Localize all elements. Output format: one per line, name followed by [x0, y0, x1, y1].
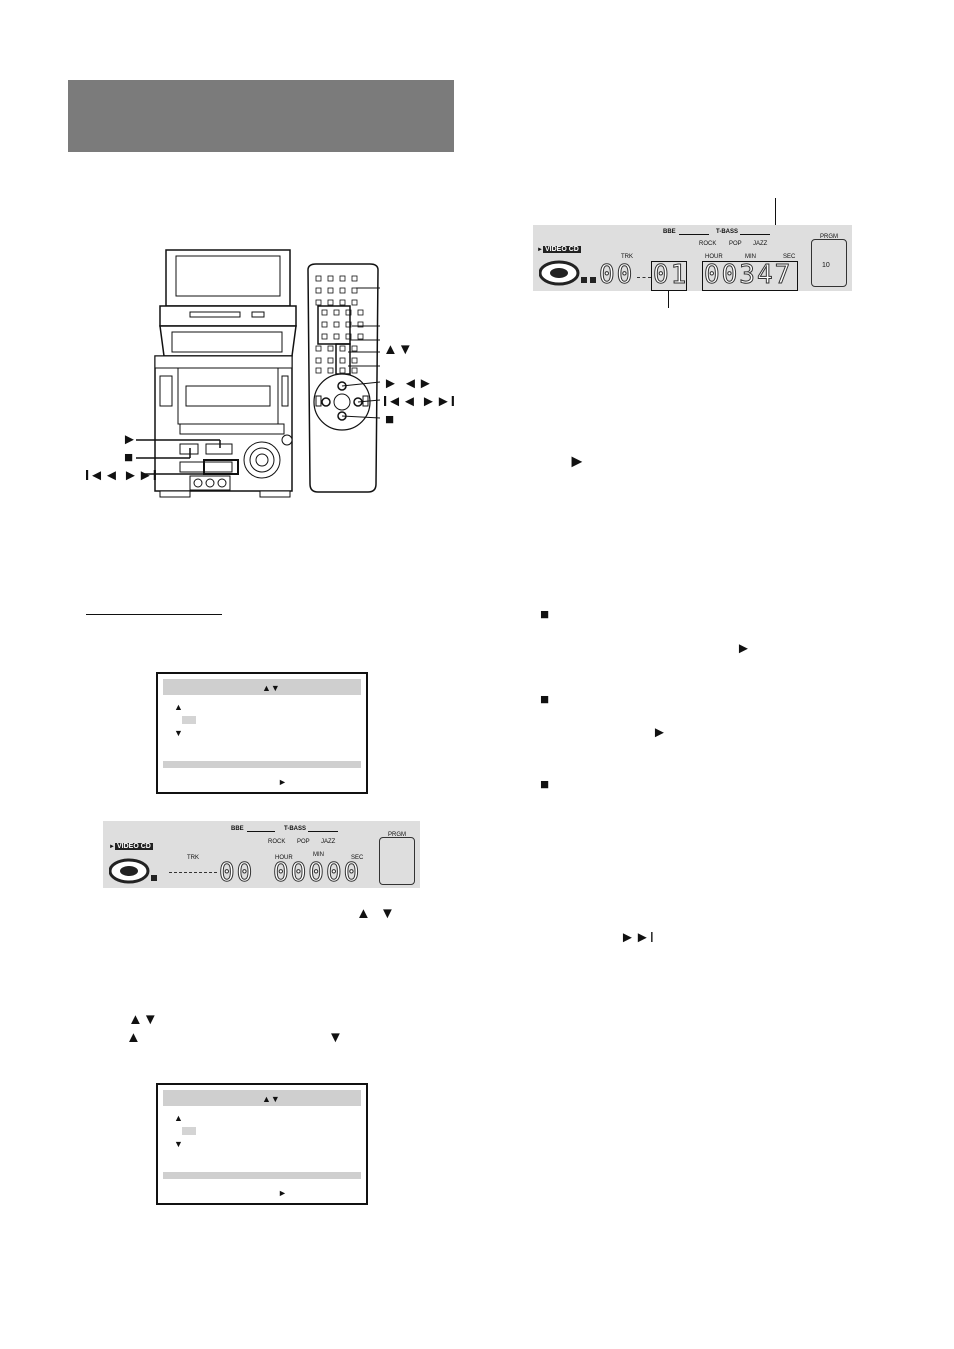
bbe-label: BBE	[663, 229, 676, 235]
sec-label: SEC	[783, 254, 796, 260]
selection-highlight	[182, 1127, 196, 1135]
play-icon: ►	[278, 777, 287, 787]
prev-next-icon: I◄◄ ►►I	[383, 393, 455, 410]
prgm-box	[811, 239, 847, 287]
up-icon: ▲	[174, 702, 183, 712]
rock-label: ROCK	[268, 839, 286, 845]
play-icon: ►	[278, 1188, 287, 1198]
hour-label: HOUR	[705, 254, 723, 260]
prgm-label: PRGM	[388, 832, 406, 838]
tbass-label: T-BASS	[284, 826, 307, 832]
lcd-display-top: BBE T-BASS ROCK POP JAZZ ► VIDEO CD TRK …	[533, 225, 852, 291]
stop-icon: ■	[540, 776, 550, 793]
lcd-display-bottom: BBE T-BASS ROCK POP JAZZ ► VIDEO CD TRK …	[103, 821, 420, 889]
track-number: 00	[598, 260, 635, 291]
jazz-label: JAZZ	[321, 839, 336, 845]
trk-label: TRK	[621, 254, 633, 260]
up-icon: ▲	[126, 1029, 141, 1046]
play-icon: ►	[383, 375, 398, 392]
prev-next-icon: I◄◄ ►►I	[85, 467, 157, 484]
video-cd-badge: VIDEO CD	[115, 843, 153, 850]
prgm-count: 10	[822, 262, 830, 269]
track-number: 00	[218, 858, 255, 889]
pop-label: POP	[297, 839, 310, 845]
tbass-label: T-BASS	[716, 229, 739, 235]
device-illustration	[136, 249, 381, 498]
trk-label: TRK	[187, 855, 199, 861]
stop-icon: ■	[540, 606, 550, 623]
menu-screen: ▲▼ ▲ ▼ ►	[156, 1083, 368, 1205]
jazz-label: JAZZ	[753, 241, 768, 247]
hour-label: HOUR	[275, 855, 293, 861]
down-icon: ▼	[174, 728, 183, 738]
up-down-icon: ▲▼	[383, 341, 413, 358]
down-icon: ▼	[174, 1139, 183, 1149]
stop-icon: ■	[124, 449, 134, 466]
play-icon: ►	[122, 431, 137, 448]
rock-label: ROCK	[699, 241, 717, 247]
pop-label: POP	[729, 241, 742, 247]
stop-icon: ■	[385, 411, 395, 428]
heading-underline	[86, 614, 222, 615]
step-box	[651, 261, 687, 291]
play-icon: ►	[652, 724, 667, 741]
up-down-icon: ▲▼	[262, 683, 280, 693]
next-icon: ►►I	[620, 929, 654, 946]
sec-label: SEC	[351, 855, 364, 861]
disc-icon	[109, 858, 157, 884]
play-icon: ►	[736, 640, 751, 657]
menu-header	[163, 679, 361, 695]
time-box	[702, 261, 798, 291]
stop-icon: ■	[540, 691, 550, 708]
min-label: MIN	[313, 852, 324, 858]
up-icon: ▲	[356, 905, 371, 922]
menu-screen: ▲▼ ▲ ▼ ►	[156, 672, 368, 794]
left-right-icon: ◄►	[403, 375, 433, 392]
up-down-icon: ▲▼	[262, 1094, 280, 1104]
selection-highlight	[182, 716, 196, 724]
menu-footer	[163, 761, 361, 768]
menu-header	[163, 1090, 361, 1106]
step-number: 01	[652, 260, 689, 291]
time-readout: 00000	[272, 858, 362, 889]
time-readout: 00347	[703, 260, 793, 291]
video-cd-badge: VIDEO CD	[543, 246, 581, 253]
menu-footer	[163, 1172, 361, 1179]
up-down-icon: ▲▼	[128, 1011, 158, 1028]
prgm-label: PRGM	[820, 234, 838, 240]
play-icon: ►	[568, 451, 586, 471]
section-title-bar	[68, 80, 454, 152]
down-icon: ▼	[380, 905, 395, 922]
prgm-box	[379, 837, 415, 885]
min-label: MIN	[745, 254, 756, 260]
down-icon: ▼	[328, 1029, 343, 1046]
bbe-label: BBE	[231, 826, 244, 832]
up-icon: ▲	[174, 1113, 183, 1123]
disc-icon	[539, 260, 596, 286]
leader-line	[668, 286, 669, 308]
